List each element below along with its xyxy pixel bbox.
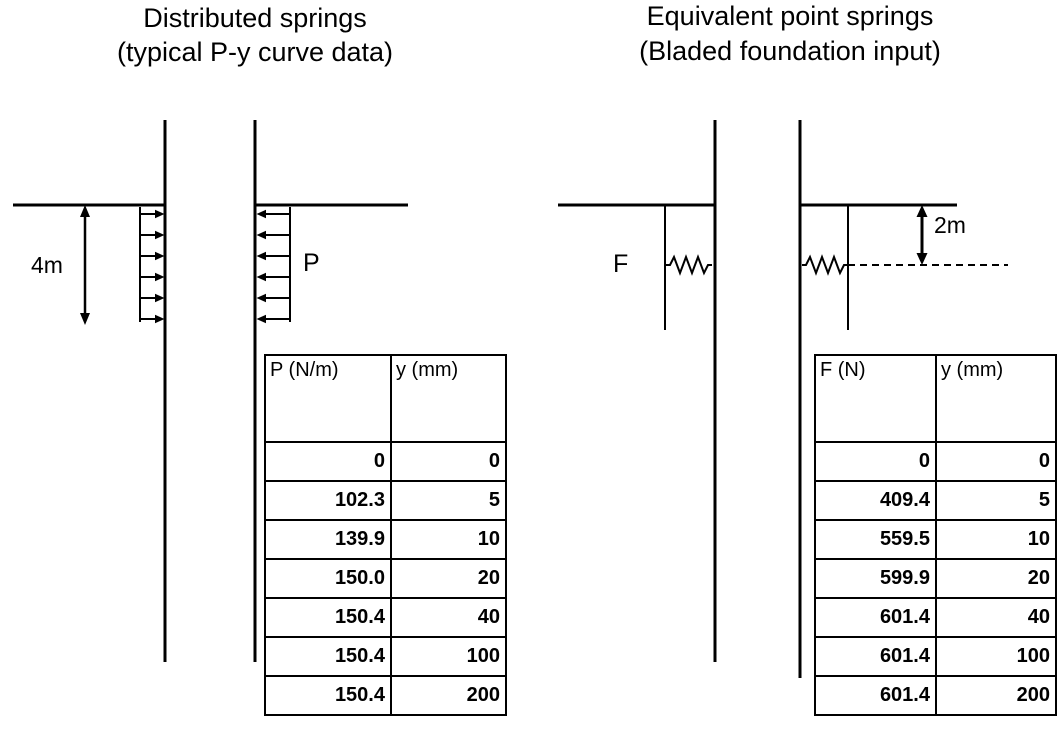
left-title: Distributed springs — [143, 3, 367, 33]
table-cell: 40 — [935, 597, 1057, 638]
point-spring-pile-right — [798, 120, 1008, 678]
table-cell: 200 — [390, 675, 507, 716]
dimension-2m-label: 2m — [934, 212, 966, 238]
fy-table-col2-header: y (mm) — [935, 354, 1057, 443]
table-cell: 0 — [264, 441, 392, 482]
table-cell: 5 — [935, 480, 1057, 521]
point-force-label: F — [613, 250, 629, 278]
table-cell: 10 — [935, 519, 1057, 560]
table-header-row: P (N/m) y (mm) — [264, 354, 507, 443]
table-header-row: F (N) y (mm) — [814, 354, 1057, 443]
fy-table-col1-header: F (N) — [814, 354, 937, 443]
table-cell: 200 — [935, 675, 1057, 716]
dimension-arrow-2m — [916, 205, 928, 265]
distributed-pile-right — [253, 120, 408, 662]
left-subtitle: (typical P-y curve data) — [116, 37, 394, 67]
distributed-load-arrows-right — [140, 209, 165, 324]
table-cell: 0 — [935, 441, 1057, 482]
table-cell: 150.4 — [264, 675, 392, 716]
distributed-load-arrows-left — [256, 209, 290, 324]
table-cell: 100 — [935, 636, 1057, 677]
table-cell: 0 — [390, 441, 507, 482]
table-cell: 139.9 — [264, 519, 392, 560]
distributed-load-label: P — [303, 249, 320, 277]
table-cell: 409.4 — [814, 480, 937, 521]
py-table-col1-header: P (N/m) — [264, 354, 392, 443]
point-spring-pile-left — [558, 120, 717, 662]
table-cell: 559.5 — [814, 519, 937, 560]
table-cell: 40 — [390, 597, 507, 638]
table-cell: 0 — [814, 441, 937, 482]
dimension-4m-label: 4m — [31, 252, 63, 278]
table-cell: 5 — [390, 480, 507, 521]
right-title: Equivalent point springs — [646, 1, 934, 31]
right-subtitle: (Bladed foundation input) — [639, 36, 941, 66]
table-cell: 601.4 — [814, 636, 937, 677]
dimension-arrow-4m — [80, 205, 90, 325]
table-cell: 601.4 — [814, 597, 937, 638]
table-cell: 601.4 — [814, 675, 937, 716]
table-cell: 150.4 — [264, 636, 392, 677]
table-cell: 102.3 — [264, 480, 392, 521]
table-cell: 150.0 — [264, 558, 392, 599]
distributed-pile-left — [13, 120, 167, 662]
spring-icon — [666, 254, 712, 276]
table-cell: 599.9 — [814, 558, 937, 599]
table-cell: 100 — [390, 636, 507, 677]
table-cell: 10 — [390, 519, 507, 560]
spring-icon — [802, 254, 848, 276]
table-cell: 20 — [390, 558, 507, 599]
table-cell: 150.4 — [264, 597, 392, 638]
table-cell: 20 — [935, 558, 1057, 599]
py-table-col2-header: y (mm) — [390, 354, 507, 443]
